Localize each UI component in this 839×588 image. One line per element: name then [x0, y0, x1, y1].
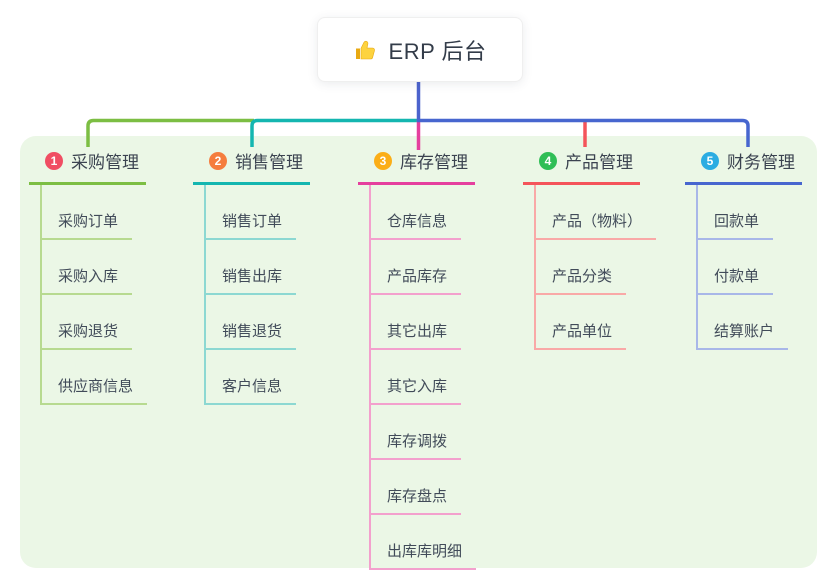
branch-node-采购管理[interactable]: 1 采购管理: [29, 148, 146, 185]
children-list: 销售订单销售出库销售退货客户信息: [193, 185, 310, 405]
child-trunk-line: [39, 185, 42, 405]
child-trunk-line: [533, 185, 536, 350]
branch-采购管理: 1 采购管理采购订单采购入库采购退货供应商信息: [29, 148, 148, 405]
children-list: 产品（物料） 产品分类产品单位: [523, 185, 657, 350]
priority-badge-icon: 2: [209, 151, 227, 170]
branches-background-panel: [20, 136, 817, 568]
child-slot: 供应商信息: [29, 350, 148, 405]
root-node[interactable]: ERP 后台: [317, 17, 523, 82]
priority-badge-icon: 4: [539, 151, 557, 170]
child-trunk-line: [695, 185, 698, 350]
thumbs-up-icon: [355, 40, 375, 59]
branch-label: 销售管理: [235, 153, 303, 172]
child-node-库存调拨[interactable]: 库存调拨: [369, 430, 462, 460]
branch-财务管理: 5 财务管理回款单付款单结算账户: [685, 148, 802, 350]
child-slot: 产品分类: [523, 240, 656, 295]
branch-销售管理: 2 销售管理销售订单销售出库销售退货客户信息: [193, 148, 310, 405]
branch-label: 产品管理: [565, 153, 633, 172]
child-slot: 仓库信息: [358, 185, 476, 240]
child-slot: 结算账户: [685, 295, 802, 350]
child-slot: 其它出库: [358, 295, 476, 350]
branch-node-产品管理[interactable]: 4 产品管理: [523, 148, 640, 185]
child-node-库存盘点[interactable]: 库存盘点: [369, 485, 462, 515]
child-node-供应商信息[interactable]: 供应商信息: [40, 375, 148, 405]
child-node-其它出库[interactable]: 其它出库: [369, 320, 462, 350]
child-node-回款单[interactable]: 回款单: [696, 210, 774, 240]
child-slot: 回款单: [685, 185, 802, 240]
priority-badge-icon: 1: [45, 151, 63, 170]
child-node-销售出库[interactable]: 销售出库: [204, 265, 297, 295]
child-node-采购入库[interactable]: 采购入库: [40, 265, 133, 295]
branch-node-销售管理[interactable]: 2 销售管理: [193, 148, 310, 185]
child-slot: 销售订单: [193, 185, 310, 240]
child-node-出库库明细[interactable]: 出库库明细: [369, 540, 477, 570]
branch-node-库存管理[interactable]: 3 库存管理: [358, 148, 475, 185]
child-slot: 产品（物料）: [523, 185, 657, 240]
child-node-付款单[interactable]: 付款单: [696, 265, 774, 295]
child-slot: 产品库存: [358, 240, 476, 295]
child-slot: 客户信息: [193, 350, 310, 405]
child-slot: 库存调拨: [358, 405, 476, 460]
branch-label: 库存管理: [400, 153, 468, 172]
child-slot: 采购入库: [29, 240, 147, 295]
child-node-产品库存[interactable]: 产品库存: [369, 265, 462, 295]
child-slot: 产品单位: [523, 295, 656, 350]
branch-label: 采购管理: [71, 153, 139, 172]
child-slot: 采购订单: [29, 185, 147, 240]
child-node-产品分类[interactable]: 产品分类: [534, 265, 627, 295]
child-slot: 其它入库: [358, 350, 476, 405]
child-node-销售订单[interactable]: 销售订单: [204, 210, 297, 240]
child-node-采购订单[interactable]: 采购订单: [40, 210, 133, 240]
branch-label: 财务管理: [727, 153, 795, 172]
children-list: 回款单付款单结算账户: [685, 185, 802, 350]
priority-badge-icon: 5: [701, 151, 719, 170]
child-node-销售退货[interactable]: 销售退货: [204, 320, 297, 350]
root-title: ERP 后台: [388, 38, 487, 64]
child-slot: 采购退货: [29, 295, 147, 350]
child-slot: 销售出库: [193, 240, 310, 295]
child-node-客户信息[interactable]: 客户信息: [204, 375, 297, 405]
children-list: 采购订单采购入库采购退货供应商信息: [29, 185, 148, 405]
branch-产品管理: 4 产品管理产品（物料） 产品分类产品单位: [523, 148, 657, 350]
priority-badge-icon: 3: [374, 151, 392, 170]
child-slot: 付款单: [685, 240, 802, 295]
child-node-产品（物料）[interactable]: 产品（物料）: [534, 210, 657, 240]
branch-node-财务管理[interactable]: 5 财务管理: [685, 148, 802, 185]
child-node-结算账户[interactable]: 结算账户: [696, 320, 789, 350]
child-node-仓库信息[interactable]: 仓库信息: [369, 210, 462, 240]
child-slot: 出库库明细: [358, 515, 477, 570]
child-node-采购退货[interactable]: 采购退货: [40, 320, 133, 350]
child-trunk-line: [368, 185, 371, 570]
children-list: 仓库信息产品库存其它出库其它入库库存调拨库存盘点出库库明细: [358, 185, 477, 570]
child-slot: 销售退货: [193, 295, 310, 350]
branch-库存管理: 3 库存管理仓库信息产品库存其它出库其它入库库存调拨库存盘点出库库明细: [358, 148, 477, 570]
child-node-其它入库[interactable]: 其它入库: [369, 375, 462, 405]
child-slot: 库存盘点: [358, 460, 476, 515]
child-trunk-line: [203, 185, 206, 405]
child-node-产品单位[interactable]: 产品单位: [534, 320, 627, 350]
